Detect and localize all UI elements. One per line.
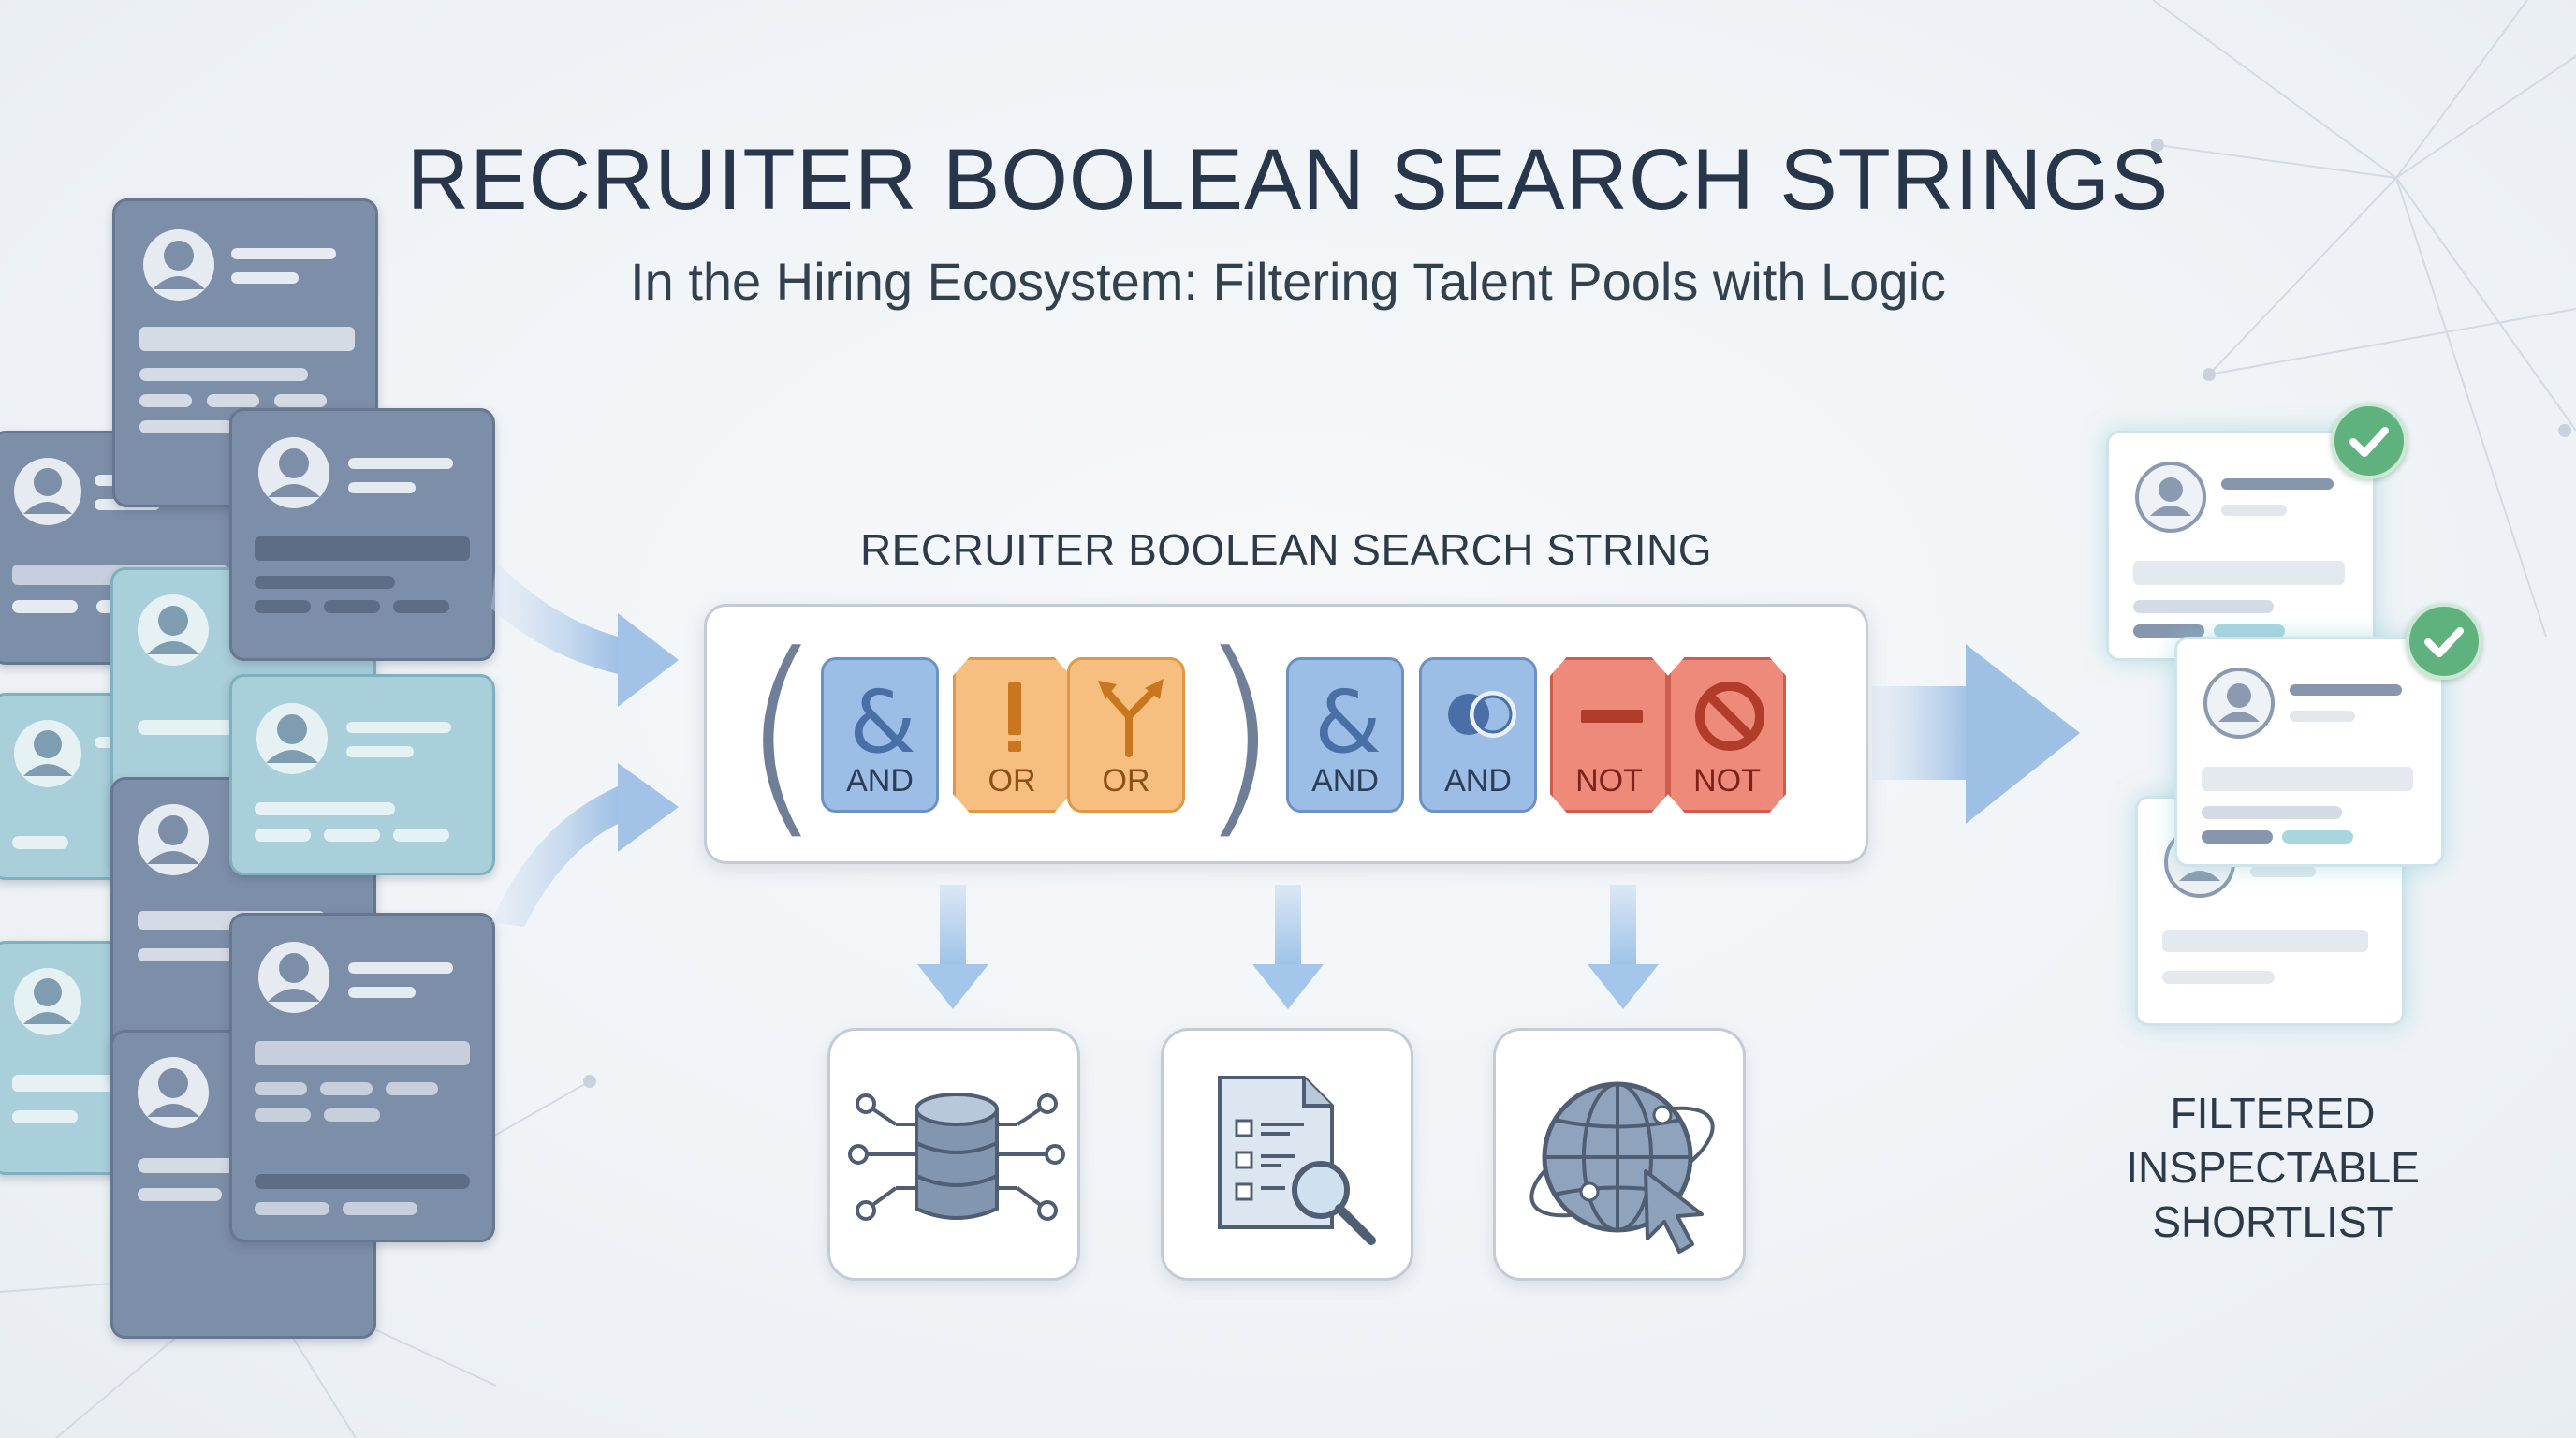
close-paren: ) xyxy=(1196,609,1281,859)
operator-label: AND xyxy=(1444,763,1512,799)
operator-label: AND xyxy=(1311,763,1379,799)
check-badge-icon xyxy=(2406,603,2482,680)
profile-card xyxy=(229,674,495,875)
operator-and-tile: & AND xyxy=(821,657,939,813)
operator-label: OR xyxy=(1102,763,1150,799)
svg-text:&: & xyxy=(1314,672,1382,772)
minus-icon xyxy=(1581,710,1643,723)
output-arrow-right xyxy=(1872,644,2080,824)
operator-label: AND xyxy=(846,763,914,799)
check-badge-icon xyxy=(2331,403,2408,479)
fork-arrow-icon xyxy=(1098,679,1164,757)
prohibited-icon xyxy=(1695,682,1764,751)
operator-or-tile: OR xyxy=(1067,657,1185,813)
svg-text:&: & xyxy=(849,672,916,772)
operator-not-tile: NOT xyxy=(1550,657,1668,813)
ampersand-icon: & xyxy=(849,672,916,772)
profile-card xyxy=(229,913,495,1242)
page-title: RECRUITER BOOLEAN SEARCH STRINGS xyxy=(406,132,2170,227)
operator-and-tile: AND xyxy=(1419,657,1537,813)
overlap-circles-icon xyxy=(1448,691,1516,738)
operator-label: NOT xyxy=(1693,763,1761,799)
open-paren: ( xyxy=(739,609,824,859)
shortlist-label-line: SHORTLIST xyxy=(2152,1197,2393,1246)
exclamation-bar-icon xyxy=(1008,682,1021,752)
shortlist-label-line: INSPECTABLE xyxy=(2126,1143,2420,1192)
ampersand-icon: & xyxy=(1314,672,1382,772)
shortlist-card xyxy=(2106,431,2376,661)
input-arrow-lower xyxy=(491,763,679,927)
globe-cursor-icon xyxy=(1530,1081,1715,1254)
down-arrow-2 xyxy=(1252,885,1324,1009)
database-network-icon xyxy=(848,1093,1065,1221)
operator-label: OR xyxy=(988,763,1036,799)
input-arrow-upper xyxy=(491,562,679,707)
database-output-box xyxy=(827,1028,1080,1281)
document-output-box xyxy=(1161,1028,1413,1281)
search-string-label: RECRUITER BOOLEAN SEARCH STRING xyxy=(859,525,1713,574)
page-subtitle: In the Hiring Ecosystem: Filtering Talen… xyxy=(630,252,1946,311)
shortlist-card xyxy=(2174,637,2444,867)
profile-card xyxy=(229,408,495,661)
shortlist-label-line: FILTERED xyxy=(2170,1089,2376,1137)
operator-label: NOT xyxy=(1575,763,1643,799)
operator-not-tile: NOT xyxy=(1668,657,1786,813)
operator-and-tile: & AND xyxy=(1286,657,1404,813)
document-search-icon xyxy=(1218,1076,1376,1245)
operator-or-tile: OR xyxy=(953,657,1071,813)
down-arrow-1 xyxy=(917,885,988,1009)
web-output-box xyxy=(1493,1028,1746,1281)
down-arrow-3 xyxy=(1588,885,1659,1009)
shortlist-label: FILTERED INSPECTABLE SHORTLIST xyxy=(2086,1086,2460,1249)
